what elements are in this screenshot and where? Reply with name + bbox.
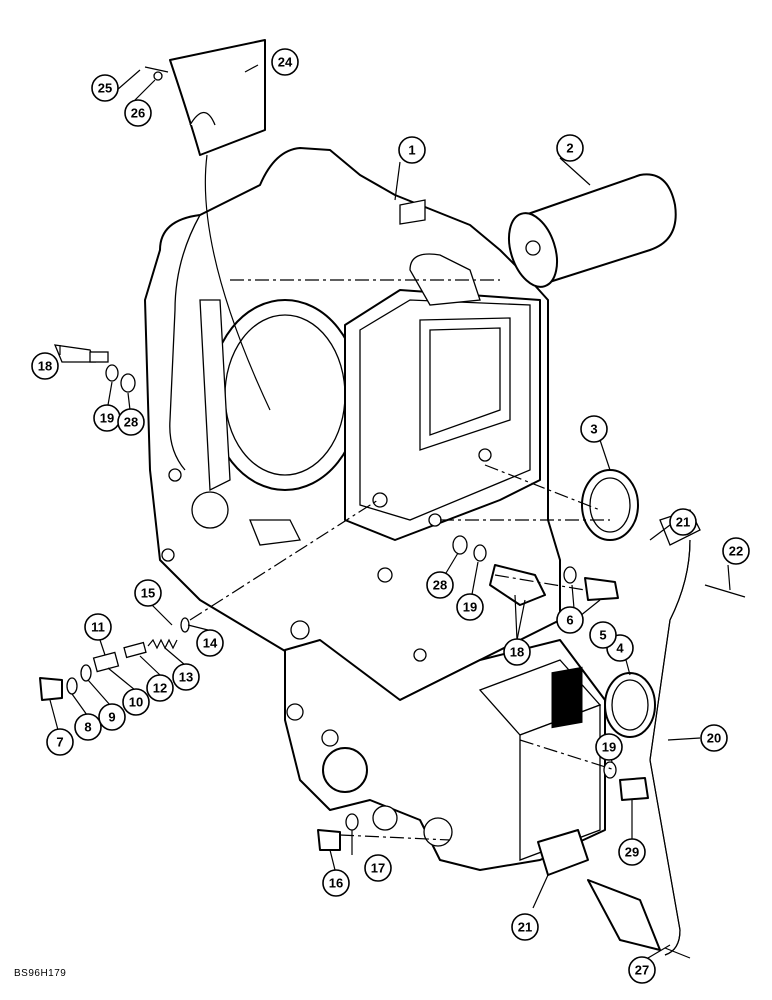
callout-27: 27 [628, 956, 656, 984]
callout-19-upper: 19 [93, 404, 121, 432]
svg-text:8: 8 [84, 720, 91, 735]
transmission-housing [144, 147, 561, 701]
svg-text:21: 21 [518, 920, 532, 935]
svg-text:22: 22 [729, 544, 743, 559]
o-ring-19 [105, 364, 119, 382]
callout-9: 9 [98, 703, 126, 731]
tube-assembly [537, 509, 701, 959]
callout-6: 6 [556, 606, 584, 634]
callout-13: 13 [172, 663, 200, 691]
spring-valve-stack [39, 617, 190, 701]
callout-1: 1 [398, 136, 426, 164]
callout-21-upper: 21 [669, 508, 697, 536]
svg-text:28: 28 [433, 578, 447, 593]
callout-3: 3 [580, 415, 608, 443]
callout-10: 10 [122, 688, 150, 716]
figure-code: BS96H179 [14, 968, 67, 979]
svg-text:24: 24 [278, 55, 293, 70]
seal-3 [581, 469, 639, 541]
svg-text:12: 12 [153, 681, 167, 696]
callout-20: 20 [700, 724, 728, 752]
svg-text:18: 18 [510, 645, 524, 660]
oil-filter [508, 173, 677, 288]
svg-text:11: 11 [91, 620, 105, 635]
lower-valve-housing [284, 639, 606, 871]
svg-text:3: 3 [590, 422, 597, 437]
washer-26 [153, 71, 163, 81]
plug-29 [619, 777, 649, 801]
callout-19-lower: 19 [595, 733, 623, 761]
callout-26: 26 [124, 99, 152, 127]
svg-text:14: 14 [203, 636, 218, 651]
svg-text:9: 9 [108, 710, 115, 725]
svg-text:18: 18 [38, 359, 52, 374]
callout-12: 12 [146, 674, 174, 702]
svg-text:1: 1 [408, 143, 415, 158]
callout-2: 2 [556, 134, 584, 162]
plug-5 [584, 577, 619, 601]
washer-28b [452, 535, 468, 555]
leader-lines [49, 64, 731, 959]
svg-text:19: 19 [602, 740, 616, 755]
callout-11: 11 [84, 613, 112, 641]
svg-text:27: 27 [635, 963, 649, 978]
svg-text:6: 6 [566, 613, 573, 628]
svg-text:28: 28 [124, 415, 138, 430]
callout-24: 24 [271, 48, 299, 76]
bolt-25 [144, 66, 169, 73]
callout-5: 5 [589, 621, 617, 649]
svg-text:17: 17 [371, 861, 385, 876]
assembly-lines [189, 279, 616, 841]
seal-4 [604, 672, 656, 738]
svg-text:10: 10 [129, 695, 143, 710]
o-ring-19c [603, 761, 617, 779]
bolt-22 [704, 584, 746, 598]
svg-text:19: 19 [463, 600, 477, 615]
callout-22: 22 [722, 537, 750, 565]
o-ring-17 [345, 813, 359, 831]
callout-17: 17 [364, 854, 392, 882]
callout-25: 25 [91, 74, 119, 102]
sender-18-upper [53, 344, 109, 363]
callout-15: 15 [134, 579, 162, 607]
callout-28-upper: 28 [117, 408, 145, 436]
o-ring-19b [473, 544, 487, 562]
svg-text:15: 15 [141, 586, 155, 601]
callout-14: 14 [196, 629, 224, 657]
svg-text:13: 13 [179, 670, 193, 685]
callout-18-upper: 18 [31, 352, 59, 380]
svg-text:16: 16 [329, 876, 343, 891]
callout-21-lower: 21 [511, 913, 539, 941]
svg-text:29: 29 [625, 845, 639, 860]
svg-text:25: 25 [98, 81, 112, 96]
svg-text:19: 19 [100, 411, 114, 426]
callout-8: 8 [74, 713, 102, 741]
callout-7: 7 [46, 728, 74, 756]
washer-28 [120, 373, 136, 393]
svg-text:2: 2 [566, 141, 573, 156]
svg-text:5: 5 [599, 628, 606, 643]
callout-19-middle: 19 [456, 593, 484, 621]
callout-29: 29 [618, 838, 646, 866]
o-ring-6 [563, 566, 577, 584]
svg-text:21: 21 [676, 515, 690, 530]
svg-text:20: 20 [707, 731, 721, 746]
svg-text:7: 7 [56, 735, 63, 750]
svg-text:26: 26 [131, 106, 145, 121]
sender-18-lower [489, 564, 546, 606]
callout-18-lower: 18 [503, 638, 531, 666]
callout-16: 16 [322, 869, 350, 897]
plug-16 [317, 829, 341, 851]
callout-28-middle: 28 [426, 571, 454, 599]
cover-plate [169, 39, 271, 411]
svg-text:4: 4 [616, 641, 624, 656]
identification-plate [551, 666, 583, 729]
